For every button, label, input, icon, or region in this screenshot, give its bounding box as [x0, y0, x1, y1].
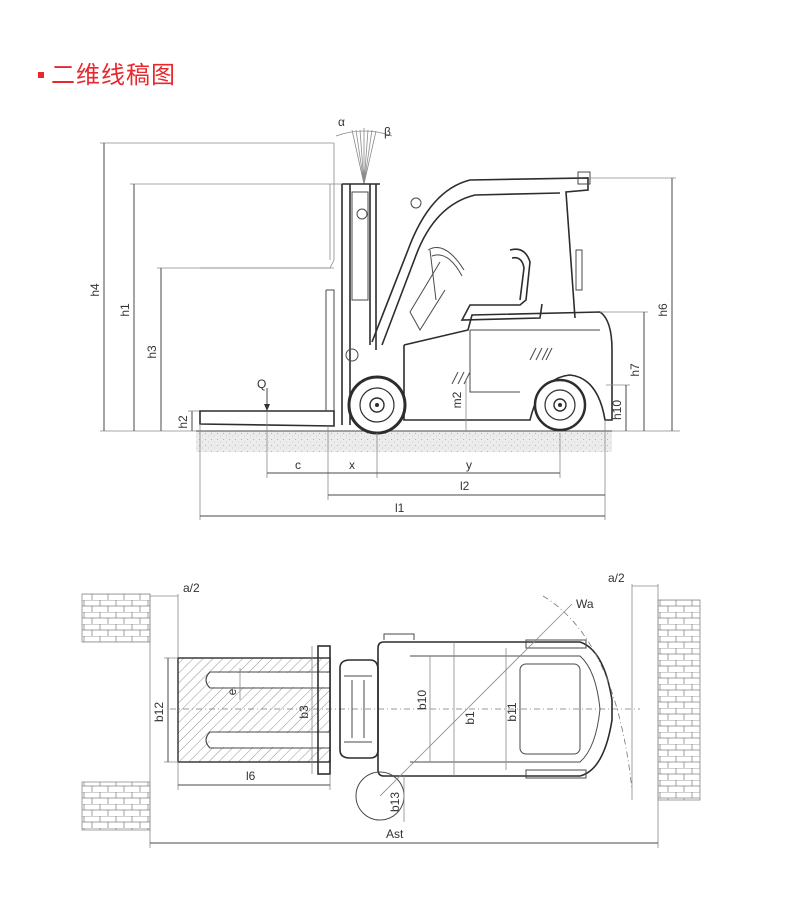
- mast-pin-2: [356, 208, 368, 220]
- counterweight-line: [469, 329, 600, 393]
- b1-label: b1: [463, 711, 477, 725]
- tail-light: [575, 249, 583, 291]
- wall-top-left: [81, 593, 151, 643]
- x-label: x: [349, 458, 355, 472]
- beta-label: β: [384, 125, 391, 139]
- b12-label: b12: [152, 702, 166, 722]
- turning-arc: [542, 595, 633, 791]
- fork-carriage: [317, 645, 331, 775]
- alpha-label: α: [338, 115, 345, 129]
- a2-right-lines: [631, 584, 659, 848]
- Wa-radius-line: [379, 603, 573, 797]
- b10-label: b10: [415, 690, 429, 710]
- body-stripes: [529, 347, 553, 361]
- mast-pin: [345, 348, 359, 362]
- h4-label: h4: [88, 283, 102, 297]
- l2-label: l2: [460, 479, 470, 493]
- steering-column: [409, 261, 446, 331]
- c-label: c: [295, 458, 301, 472]
- steering-wheel: [427, 247, 465, 301]
- mast-cylinder: [351, 191, 369, 301]
- Ast-label: Ast: [386, 827, 404, 841]
- l6-label: l6: [246, 769, 256, 783]
- h2-label: h2: [176, 415, 190, 429]
- mast-top: [339, 659, 379, 759]
- front-wheel: [347, 375, 407, 435]
- bottom-ext-lines: [199, 412, 606, 520]
- body-stripes-2: [451, 371, 471, 385]
- tilt-alpha-lines: [351, 128, 365, 185]
- b13-label: b13: [388, 792, 402, 812]
- overhead-guard: [371, 177, 589, 346]
- section-title: 二维线稿图: [51, 60, 176, 89]
- h6-label: h6: [656, 303, 670, 317]
- h7-label: h7: [628, 363, 642, 377]
- h3-label: h3: [145, 345, 159, 359]
- fork-edges: [205, 671, 330, 749]
- fork-fill-bottom: [210, 733, 330, 747]
- tilt-beta-lines: [363, 129, 377, 185]
- top-view: a/2 a/2 Ast b12 e b3 l6: [81, 571, 701, 848]
- seat-top: [519, 663, 581, 755]
- wall-right: [657, 599, 701, 801]
- b12-ext-lines: [164, 657, 178, 763]
- raised-fork-top: [200, 143, 335, 269]
- Q-label: Q: [257, 377, 266, 391]
- load-center-arrowhead: [264, 404, 270, 411]
- a2-left-lines: [149, 594, 179, 848]
- mirror: [410, 197, 422, 209]
- y-label: y: [466, 458, 472, 472]
- b11-label: b11: [505, 702, 519, 721]
- a2-right-label: a/2: [608, 571, 625, 585]
- b3-label: b3: [297, 705, 311, 719]
- side-view: h4 h1 h3 h2 α β Q: [88, 115, 680, 520]
- wheel-wells: [525, 639, 587, 779]
- operator-seat: [460, 248, 543, 321]
- bullet-icon: [38, 72, 44, 78]
- Wa-label: Wa: [576, 597, 594, 611]
- m2-label: m2: [450, 391, 464, 408]
- overhead-guard-top: [410, 655, 601, 763]
- h1-label: h1: [118, 303, 132, 317]
- front-tire-marks: [383, 633, 415, 640]
- l1-label: l1: [395, 501, 405, 515]
- wall-bottom-left: [81, 781, 151, 831]
- fork-arm: [199, 410, 335, 427]
- h10-label: h10: [610, 400, 624, 420]
- tilt-arc: [335, 130, 393, 137]
- mast-detail: [344, 675, 372, 743]
- e-label: e: [225, 688, 239, 695]
- a2-left-label: a/2: [183, 581, 200, 595]
- fork-shank: [325, 289, 335, 411]
- ground-surface: [196, 431, 612, 452]
- rear-wheel: [533, 378, 587, 432]
- mast-outer: [341, 183, 380, 425]
- section-header: 二维线稿图: [38, 55, 176, 89]
